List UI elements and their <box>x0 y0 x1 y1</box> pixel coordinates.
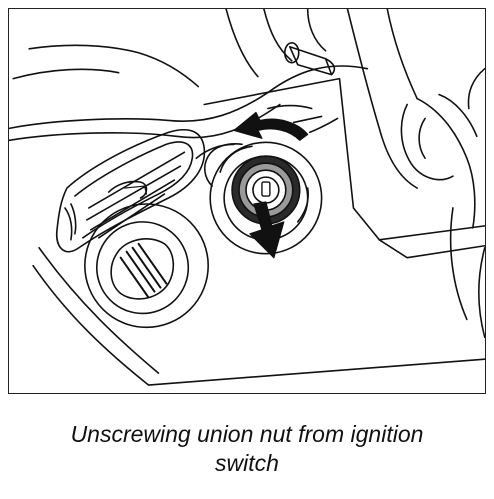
light-switch-knob <box>84 203 209 329</box>
rotation-arrow-icon <box>195 111 339 160</box>
key-slot-icon <box>261 181 271 197</box>
ignition-switch-illustration <box>9 9 485 386</box>
caption-line-1: Unscrewing union nut from ignition <box>70 421 424 447</box>
pull-arrow-icon <box>249 201 285 259</box>
column-shroud <box>346 9 485 339</box>
air-vent <box>55 129 206 253</box>
steering-stalk <box>284 42 336 76</box>
figure-caption: Unscrewing union nut from ignition switc… <box>0 420 494 478</box>
caption-line-2: switch <box>215 450 279 476</box>
dashboard-trim <box>9 9 369 142</box>
lower-panel <box>32 77 485 386</box>
illustration-frame <box>8 8 486 394</box>
ignition-switch <box>203 141 323 255</box>
